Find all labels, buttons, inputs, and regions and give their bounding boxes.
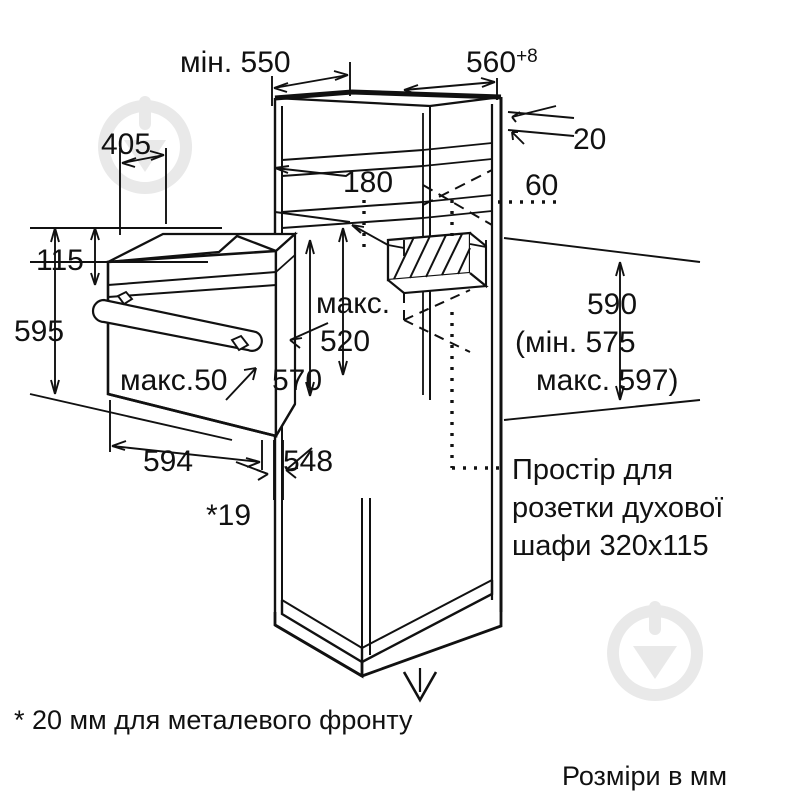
dim-niche-width: 548: [283, 445, 333, 478]
watermark-logo-top-left: [98, 96, 193, 194]
dim-top-gap: 20: [573, 123, 606, 156]
socket-note-line-3: шафи 320х115: [512, 530, 709, 562]
dim-max-depth: 520: [320, 325, 370, 358]
oven-appliance: [91, 231, 299, 441]
dim-max-gap: макс.50: [120, 364, 227, 397]
socket-recess-hatching: [393, 233, 471, 280]
dim-niche-height: 590: [587, 288, 637, 321]
dim-front-thickness: *19: [206, 499, 251, 532]
lower-cabinet-outline: [273, 448, 503, 679]
socket-recess-block: [386, 231, 489, 295]
dim-oven-height: 595: [14, 315, 64, 348]
dim-panel-height: 115: [36, 244, 84, 277]
socket-note-line-1: Простір для: [512, 454, 673, 486]
socket-note-line-2: розетки духової: [512, 492, 723, 524]
dim-hinge-depth: 405: [101, 128, 151, 161]
dim-min-width: мін. 550: [180, 46, 291, 79]
dimension-lines: [29, 62, 701, 703]
units-note: Розміри в мм: [562, 761, 727, 791]
dim-shelf-height: 180: [343, 166, 393, 199]
footnote-metal-front: * 20 мм для металевого фронту: [14, 705, 413, 735]
socket-recess-hidden-edges: [403, 289, 471, 353]
watermark-logo-bottom-right: [607, 601, 704, 701]
dim-max-label: макс.: [316, 287, 390, 320]
dim-oven-width: 594: [143, 445, 193, 478]
dim-niche-max: макс. 597): [536, 364, 679, 397]
dim-niche-min: (мін. 575: [515, 326, 636, 359]
dim-oven-depth: 570: [272, 364, 322, 397]
dim-socket-offset: 60: [525, 169, 558, 202]
upper-cabinet-hidden-edges: [422, 104, 493, 300]
dim-depth-tolerance: 560+8: [466, 46, 538, 79]
